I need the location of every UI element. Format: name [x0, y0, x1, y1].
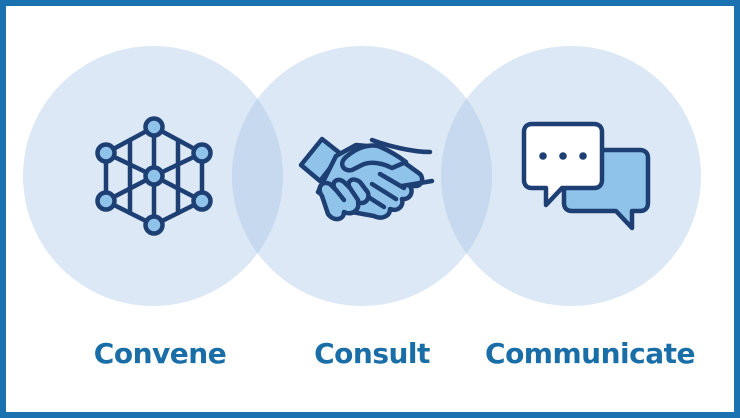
chat-bubbles-icon: [521, 121, 651, 231]
label-consult: Consult: [314, 337, 430, 370]
handshake-icon: [298, 136, 435, 222]
label-convene: Convene: [93, 337, 227, 370]
network-cube-icon: [95, 116, 213, 236]
label-communicate: Communicate: [485, 337, 695, 370]
